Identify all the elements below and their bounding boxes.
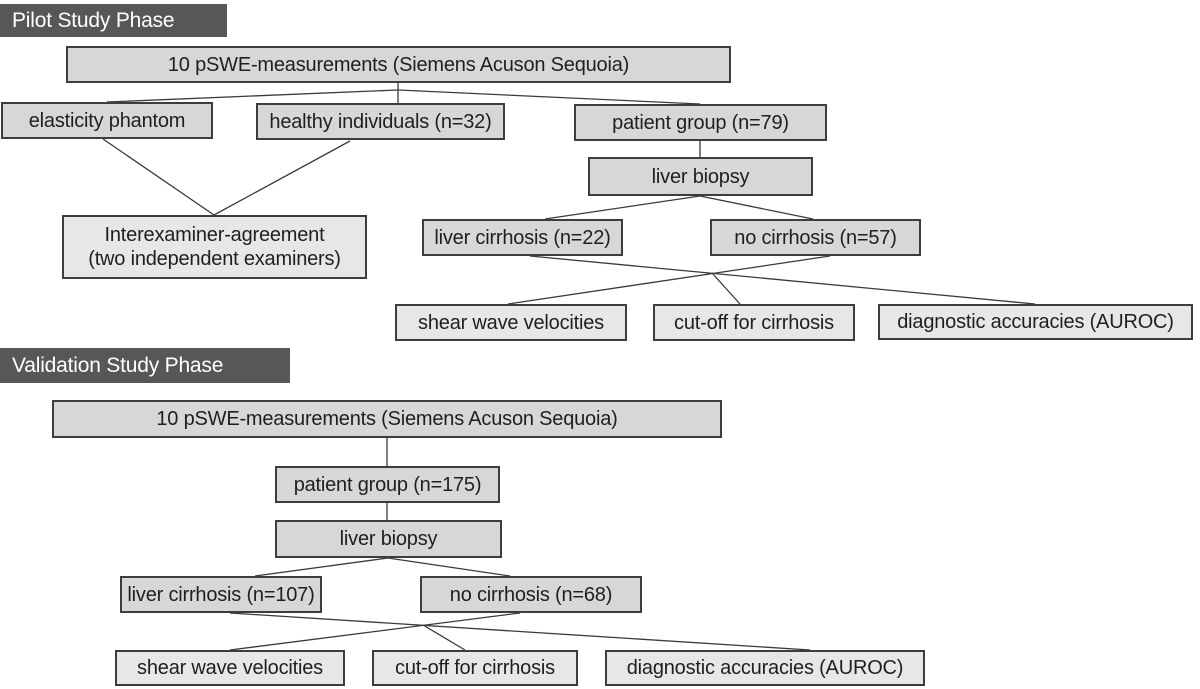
node-pilot-liver-cirrhosis: liver cirrhosis (n=22) [422,219,623,256]
node-validation-liver-cirrhosis: liver cirrhosis (n=107) [120,576,322,613]
interexaminer-line2: (two independent examiners) [88,248,341,270]
node-validation-diagnostic-accuracies: diagnostic accuracies (AUROC) [605,650,925,686]
node-validation-shear-wave-velocities: shear wave velocities [115,650,345,686]
node-validation-liver-biopsy: liver biopsy [275,520,502,558]
pilot-phase-header: Pilot Study Phase [0,4,227,37]
interexaminer-line1: Interexaminer-agreement [104,224,325,246]
node-pilot-healthy-individuals: healthy individuals (n=32) [256,103,505,140]
node-pilot-elasticity-phantom: elasticity phantom [1,102,213,139]
node-pilot-patient-group: patient group (n=79) [574,104,827,141]
node-pilot-diagnostic-accuracies: diagnostic accuracies (AUROC) [878,304,1193,340]
node-pilot-interexaminer-agreement: Interexaminer-agreement (two independent… [62,215,367,279]
node-pilot-no-cirrhosis: no cirrhosis (n=57) [710,219,921,256]
node-pilot-pswe-measurements: 10 pSWE-measurements (Siemens Acuson Seq… [66,46,731,83]
node-pilot-cutoff-for-cirrhosis: cut-off for cirrhosis [653,304,855,341]
node-pilot-liver-biopsy: liver biopsy [588,157,813,196]
node-pilot-shear-wave-velocities: shear wave velocities [395,304,627,341]
node-validation-pswe-measurements: 10 pSWE-measurements (Siemens Acuson Seq… [52,400,722,438]
node-validation-patient-group: patient group (n=175) [275,466,500,503]
node-validation-cutoff-for-cirrhosis: cut-off for cirrhosis [372,650,578,686]
node-validation-no-cirrhosis: no cirrhosis (n=68) [420,576,642,613]
validation-phase-header: Validation Study Phase [0,348,290,383]
